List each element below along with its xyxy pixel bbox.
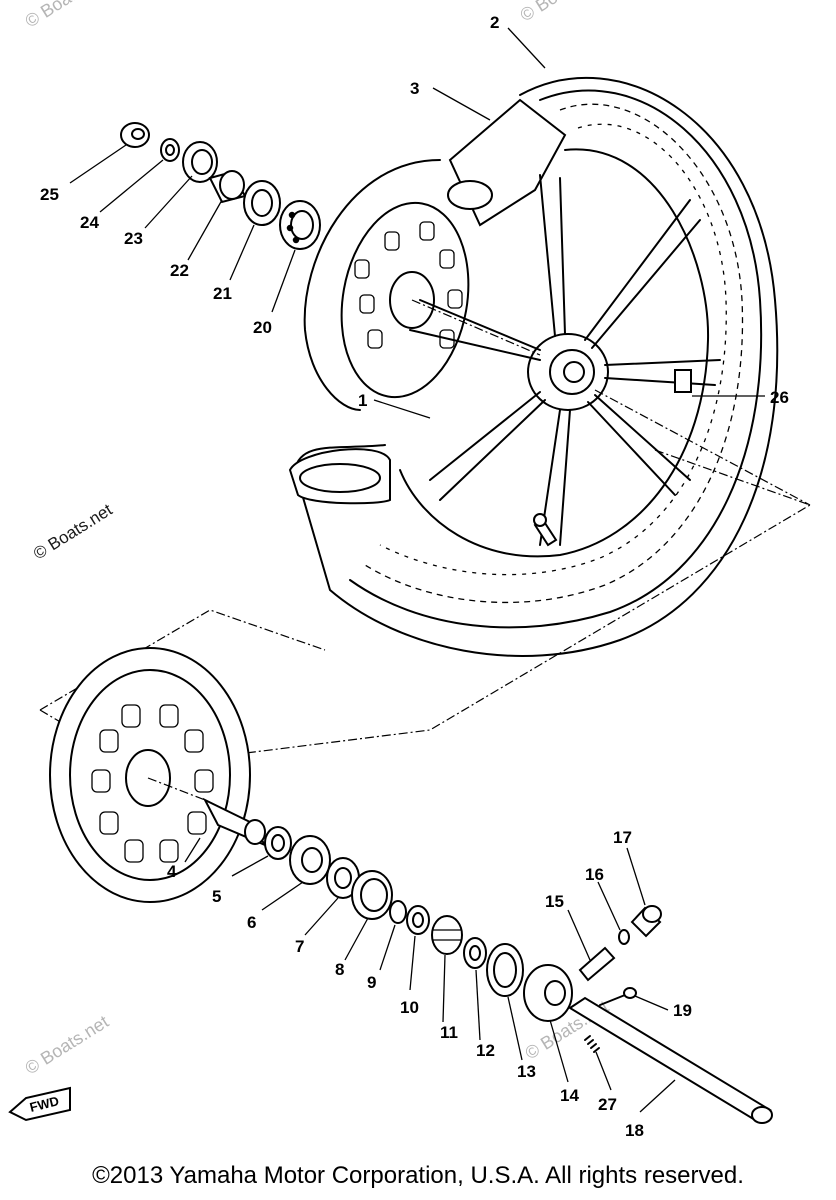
callout-21: 21	[213, 284, 232, 303]
callout-3: 3	[410, 79, 419, 98]
callout-2: 2	[490, 13, 499, 32]
fwd-direction-badge: FWD	[8, 1086, 71, 1122]
callout-5: 5	[212, 887, 221, 906]
watermark-top-center: © Boats.net	[517, 0, 608, 25]
callout-4: 4	[167, 862, 177, 881]
watermark-top-left: © Boats.net	[22, 0, 113, 31]
callout-14: 14	[560, 1086, 579, 1105]
lower-parts: FWD	[8, 449, 811, 1124]
callout-8: 8	[335, 960, 344, 979]
callout-1: 1	[358, 391, 367, 410]
callout-19: 19	[673, 1001, 692, 1020]
fwd-label: FWD	[28, 1093, 60, 1115]
callout-9: 9	[367, 973, 376, 992]
copyright-notice: ©2013 Yamaha Motor Corporation, U.S.A. A…	[92, 1162, 744, 1189]
callout-25: 25	[40, 185, 59, 204]
balance-weight-26	[674, 369, 692, 393]
callout-24: 24	[80, 213, 99, 232]
callout-17: 17	[613, 828, 632, 847]
callout-12: 12	[476, 1041, 495, 1060]
callout-10: 10	[400, 998, 419, 1017]
callout-labels: 1 2 3 4 5 6 7 8 9 10 11 12 13 14 15 16 1…	[40, 13, 789, 1140]
callout-11: 11	[440, 1023, 458, 1042]
callout-20: 20	[253, 318, 272, 337]
callout-6: 6	[247, 913, 256, 932]
callout-16: 16	[585, 865, 604, 884]
wheel-assembly	[288, 77, 779, 657]
callout-26: 26	[770, 388, 789, 407]
callout-22: 22	[170, 261, 189, 280]
callout-27: 27	[598, 1095, 617, 1114]
upper-left-parts	[120, 122, 321, 250]
callout-7: 7	[295, 937, 304, 956]
callout-13: 13	[517, 1062, 536, 1081]
watermark-lower-left: © Boats.net	[22, 1011, 113, 1078]
leader-lines	[69, 27, 811, 1113]
callout-15: 15	[545, 892, 564, 911]
watermark-main: © Boats.net	[30, 500, 116, 563]
callout-23: 23	[124, 229, 143, 248]
callout-18: 18	[625, 1121, 644, 1140]
